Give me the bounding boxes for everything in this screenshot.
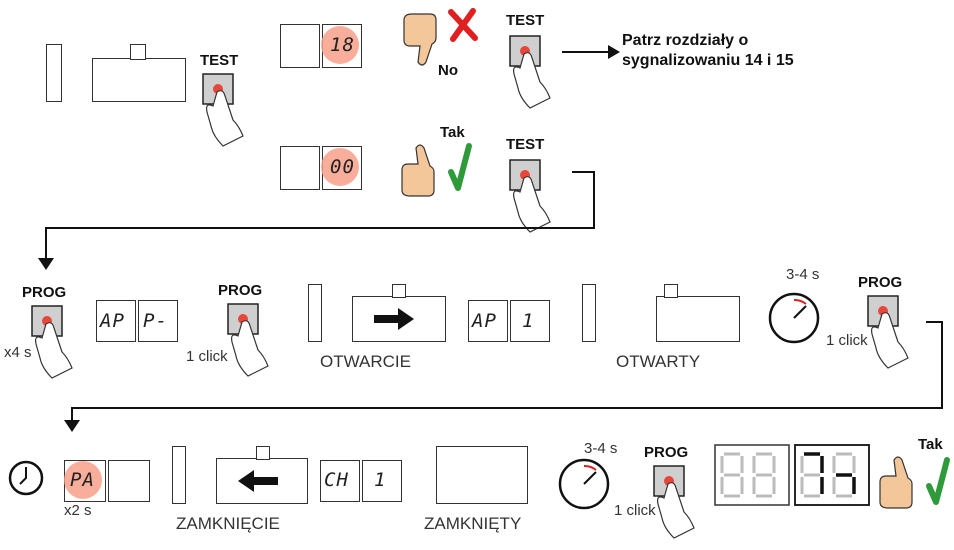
display-ap-box	[468, 300, 508, 342]
time-label: 3-4 s	[584, 440, 618, 457]
prog-label: PROG	[218, 282, 263, 299]
arrow-right-icon	[374, 308, 414, 330]
motor-top	[256, 446, 270, 460]
seven-seg-display-off	[714, 444, 790, 506]
clock-icon	[768, 292, 820, 344]
thumbs-down-icon	[403, 13, 437, 66]
gate-leaf	[436, 446, 528, 504]
test-button-press[interactable]	[195, 70, 265, 150]
display-p-box	[138, 300, 178, 342]
opening-label: OTWARCIE	[320, 352, 411, 371]
red-x-icon	[448, 8, 478, 42]
see-chapters-text-2: sygnalizowaniu 14 i 15	[622, 52, 794, 69]
led-glow	[321, 148, 359, 186]
display-left-blank	[280, 24, 320, 68]
thumbs-up-icon	[879, 456, 913, 509]
display-ap: AP	[100, 310, 125, 332]
display-ap: AP	[472, 310, 497, 332]
display-code-fail: 18	[330, 34, 355, 56]
test-label: TEST	[506, 12, 545, 29]
prog-button-press[interactable]	[220, 300, 290, 380]
prog-button-press[interactable]	[646, 462, 716, 542]
green-check-icon	[926, 457, 950, 505]
x4s-label: x4 s	[4, 344, 32, 361]
closed-label: ZAMKNIĘTY	[424, 514, 522, 533]
gate-post	[308, 284, 322, 342]
seven-seg-display-on	[794, 444, 870, 506]
tak-label: Tak	[440, 124, 465, 141]
display-1: 1	[374, 469, 387, 491]
thumbs-up-icon	[401, 144, 435, 197]
motor-top	[392, 284, 406, 298]
closing-label: ZAMKNIĘCIE	[176, 514, 280, 533]
display-code-ok: 00	[330, 156, 355, 178]
gate-post	[582, 284, 596, 342]
prog-button-press[interactable]	[860, 292, 930, 372]
display-left-blank	[280, 146, 320, 190]
display-pa: PA	[70, 469, 95, 491]
time-label: 3-4 s	[786, 266, 820, 283]
x2s-label: x2 s	[64, 502, 92, 519]
display-ap-box	[96, 300, 136, 342]
tak-label: Tak	[918, 436, 943, 453]
test-label: TEST	[200, 52, 239, 69]
display-blank	[108, 460, 150, 502]
no-label: No	[438, 62, 458, 79]
prog-label: PROG	[644, 444, 689, 461]
display-1-box	[510, 300, 550, 342]
display-1: 1	[522, 310, 535, 332]
prog-label: PROG	[22, 284, 67, 301]
display-ch-box	[320, 460, 360, 502]
gate-post	[172, 446, 186, 504]
display-ch: CH	[324, 469, 349, 491]
test-button-press[interactable]	[502, 32, 572, 112]
gate-post	[46, 44, 62, 102]
motor-unit	[92, 58, 186, 102]
motor-top	[130, 44, 146, 60]
see-chapters-text: Patrz rozdziały o	[622, 32, 749, 49]
clock-icon	[558, 458, 610, 510]
open-label: OTWARTY	[616, 352, 701, 371]
test-button-press[interactable]	[502, 156, 572, 236]
led-glow	[321, 26, 359, 64]
arrow-right-icon	[562, 45, 620, 59]
display-p-dash: P-	[143, 310, 168, 332]
one-click-label: 1 click	[826, 332, 868, 349]
test-label: TEST	[506, 136, 545, 153]
prog-button-press[interactable]	[24, 302, 94, 382]
green-check-icon	[448, 143, 472, 191]
motor-unit	[656, 296, 740, 342]
prog-label: PROG	[858, 274, 903, 291]
led-glow	[64, 461, 102, 499]
arrow-left-icon	[238, 470, 278, 492]
display-1-box	[362, 460, 402, 502]
clock-icon	[8, 460, 44, 496]
one-click-label: 1 click	[186, 348, 228, 365]
one-click-label: 1 click	[614, 502, 656, 519]
motor-top	[664, 284, 678, 298]
